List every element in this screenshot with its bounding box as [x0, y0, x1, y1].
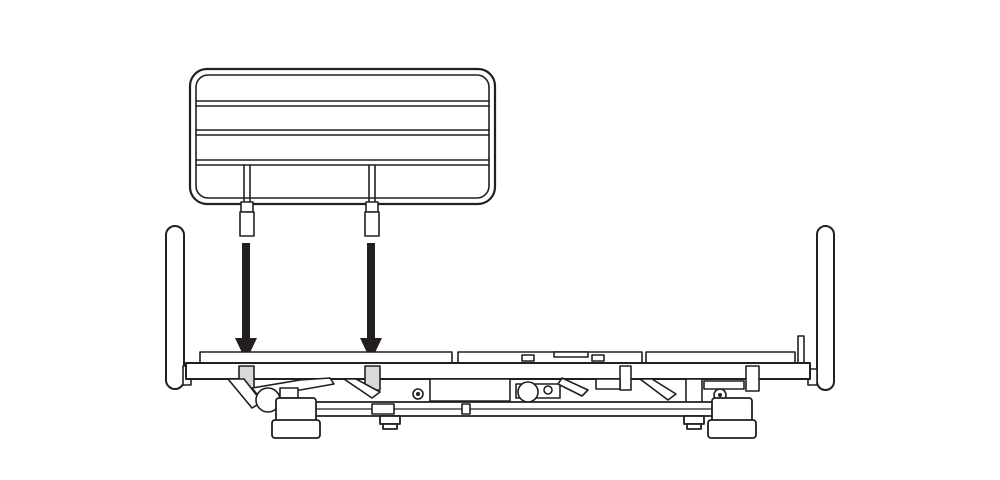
deck-segment-foot: [645, 351, 796, 364]
undercarriage: [227, 377, 745, 417]
arrow-left: [235, 243, 257, 361]
arrow-right: [360, 243, 382, 361]
side-rail-post-left: [239, 164, 255, 237]
footboard-panel: [816, 225, 835, 391]
side-rail-frame-inner: [195, 74, 490, 199]
side-rail-post-right: [364, 164, 380, 237]
rail-sockets: [238, 365, 760, 392]
mattress-platform: [185, 335, 811, 380]
footend-post: [797, 335, 805, 364]
main-frame-bar: [185, 362, 811, 380]
rail-socket-far-right: [745, 365, 760, 392]
center-actuator: [429, 378, 511, 402]
insertion-arrows: [235, 243, 382, 361]
deck-segment-middle: [457, 351, 643, 364]
caster-head: [271, 397, 321, 439]
headboard-panel: [165, 225, 185, 390]
side-rail-bars: [195, 100, 490, 166]
casters: [271, 397, 757, 439]
floor-pad-right: [683, 415, 705, 430]
side-rail-post-right-pin: [364, 211, 380, 237]
caster-foot: [707, 397, 757, 439]
deck-segment-head: [199, 351, 453, 364]
side-rail-frame-outer: [188, 67, 497, 206]
floor-pad-left: [379, 415, 401, 430]
footboard: [807, 225, 835, 391]
side-rail: [188, 67, 497, 237]
side-rail-post-left-pin: [239, 211, 255, 237]
